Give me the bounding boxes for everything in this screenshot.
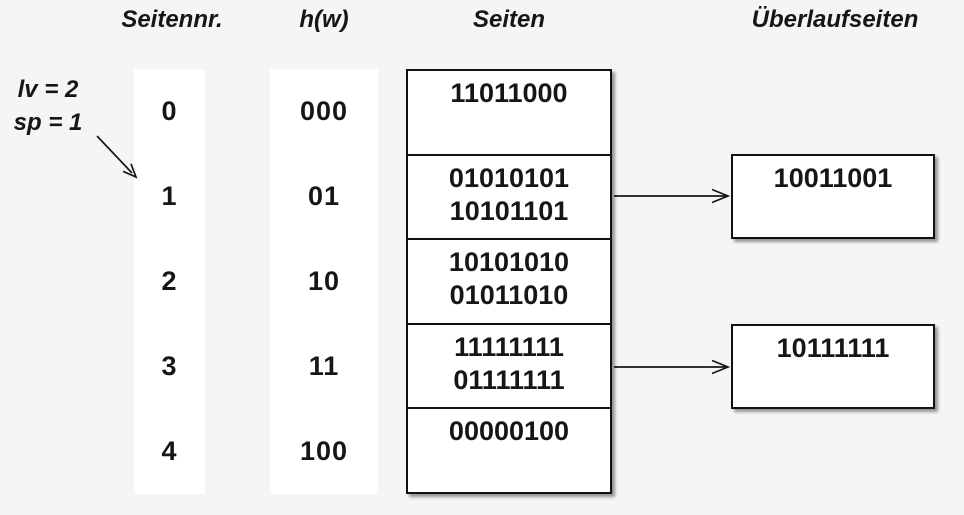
split-pointer-label: sp = 1 [13, 109, 83, 136]
header-ueberlaufseiten: Überlaufseiten [751, 6, 919, 33]
hw-cell-3: 11 [308, 351, 340, 381]
header-seiten: Seiten [472, 6, 546, 33]
overflow-page-2: 10111111 [731, 324, 935, 409]
seitennr-cell-2: 2 [161, 266, 178, 296]
overflow-arrow-row3-icon [614, 359, 731, 375]
page-bucket-1: 01010101 10101101 [408, 156, 610, 241]
hw-cell-0: 000 [299, 96, 349, 126]
seitennr-column: 0 1 2 3 4 [134, 69, 205, 494]
bucket-entry: 01010101 [448, 162, 570, 193]
seitennr-cell-1: 1 [161, 181, 178, 211]
header-seitennr: Seitennr. [121, 6, 223, 33]
hw-cell-2: 10 [307, 266, 341, 296]
page-bucket-2: 10101010 01011010 [408, 240, 610, 325]
hw-column: 000 01 10 11 100 [270, 69, 378, 494]
bucket-entry: 10101101 [449, 195, 569, 226]
split-pointer-arrow-icon [96, 135, 138, 179]
bucket-entry: 11011000 [450, 78, 568, 108]
hw-cell-1: 01 [307, 181, 341, 211]
seitennr-cell-4: 4 [161, 436, 178, 466]
hw-cell-4: 100 [299, 436, 349, 466]
page-bucket-4: 00000100 [408, 409, 610, 492]
state-annotation: lv = 2 sp = 1 [4, 73, 92, 139]
overflow-arrow-row1-icon [614, 188, 731, 204]
bucket-entry: 11111111 [454, 331, 564, 362]
bucket-entry: 10101010 [448, 247, 570, 278]
page-bucket-3: 11111111 01111111 [408, 325, 610, 410]
header-hw: h(w) [299, 6, 349, 33]
bucket-entry: 01011010 [449, 280, 569, 311]
overflow-entry: 10011001 [773, 163, 893, 193]
overflow-entry: 10111111 [776, 333, 890, 363]
bucket-entry: 00000100 [448, 416, 570, 447]
seitennr-cell-3: 3 [161, 351, 178, 381]
seitennr-cell-0: 0 [161, 96, 178, 126]
level-label: lv = 2 [17, 76, 79, 103]
overflow-page-1: 10011001 [731, 154, 935, 239]
bucket-entry: 01111111 [453, 364, 565, 395]
pages-table: 11011000 01010101 10101101 10101010 0101… [406, 69, 612, 494]
page-bucket-0: 11011000 [408, 71, 610, 156]
